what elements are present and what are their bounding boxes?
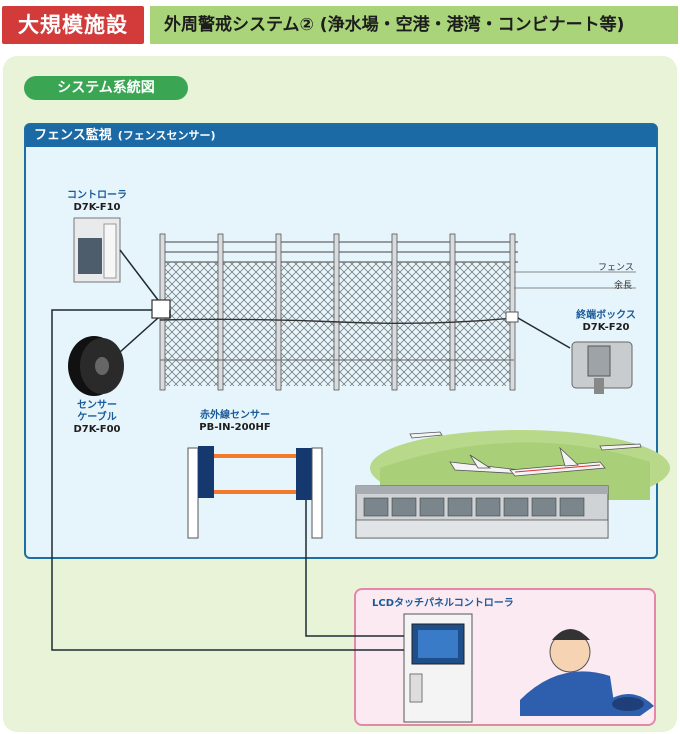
cable-reel-device [68, 336, 124, 396]
cable-name-line2: ケーブル [77, 412, 117, 423]
category-badge: 大規模施設 [2, 6, 144, 44]
page-title: 外周警戒システム② (浄水場・空港・港湾・コンビナート等) [150, 6, 678, 44]
fence-label: フェンス [598, 263, 634, 273]
fence-panel-title: フェンス監視 [34, 128, 112, 143]
controller-name: コントローラ [67, 190, 127, 201]
ir-sensor-device [187, 446, 323, 539]
airport-illustration [355, 430, 670, 539]
terminal-box-device [571, 341, 633, 394]
lcd-controller-device [403, 613, 473, 723]
ir-sensor-label: 赤外線センサー PB-IN-200HF [180, 410, 290, 434]
junction-box [151, 299, 171, 319]
fence-illustration [159, 233, 636, 391]
ir-sensor-model: PB-IN-200HF [199, 422, 271, 433]
ir-sensor-name: 赤外線センサー [200, 410, 270, 421]
lcd-label: LCDタッチパネルコントローラ [372, 598, 514, 609]
terminal-box-name: 終端ボックス [576, 310, 636, 321]
cable-label: センサー ケーブル D7K-F00 [52, 400, 142, 436]
cable-name-line1: センサー [77, 400, 117, 411]
fence-panel-header: フェンス監視 (フェンスセンサー) [26, 125, 656, 147]
security-guard-illustration [520, 629, 654, 716]
spare-length-label: 余長 [614, 281, 633, 291]
controller-label: コントローラ D7K-F10 [52, 190, 142, 214]
fence-panel-subtitle: (フェンスセンサー) [117, 129, 216, 142]
wiring-lines [51, 249, 571, 651]
section-pill: システム系統図 [24, 76, 188, 100]
terminal-box-label: 終端ボックス D7K-F20 [556, 310, 656, 334]
cable-model: D7K-F00 [73, 424, 121, 435]
terminal-box-model: D7K-F20 [582, 322, 630, 333]
controller-device [73, 217, 121, 283]
controller-model: D7K-F10 [73, 202, 121, 213]
